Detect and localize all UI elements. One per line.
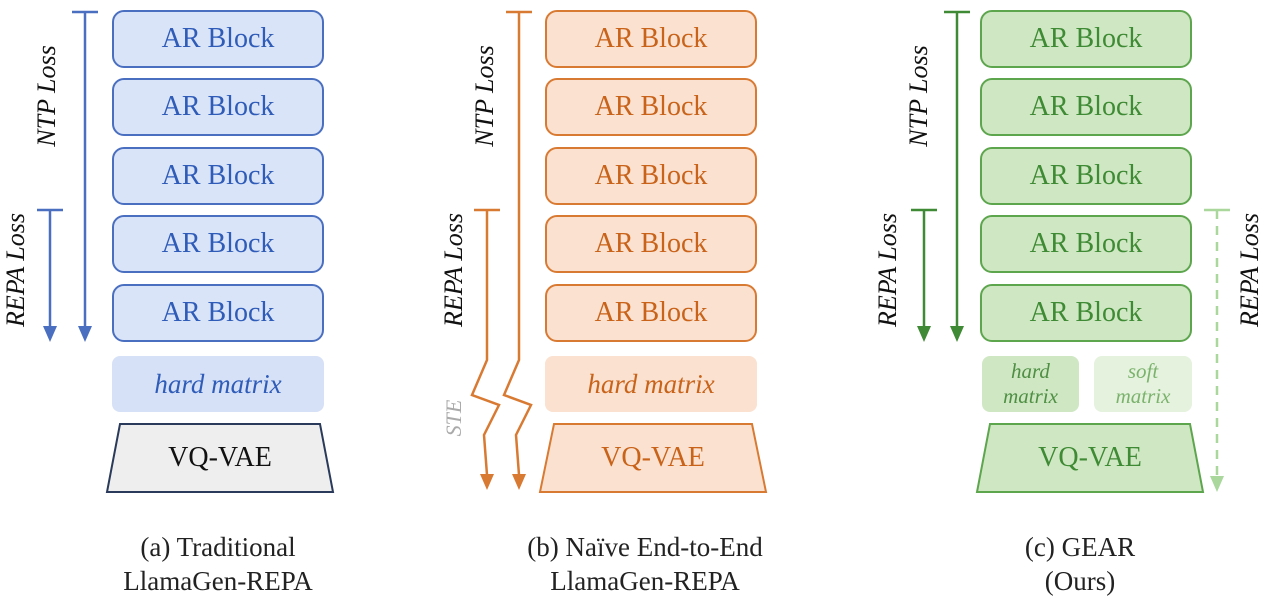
- repa-arrow-b: [470, 210, 501, 476]
- repa-arrow-b-head: [480, 474, 494, 490]
- ntp-loss-label: NTP Loss: [904, 45, 933, 147]
- caption: (a) Traditional LlamaGen-REPA: [48, 530, 388, 598]
- repa-loss-label: REPA Loss: [1, 213, 30, 327]
- caption-line-2: LlamaGen-REPA: [123, 566, 313, 596]
- ar-block: AR Block: [545, 10, 757, 68]
- repa-loss-label: REPA Loss: [439, 213, 468, 327]
- ntp-loss-label: NTP Loss: [32, 45, 61, 147]
- hard-matrix-line-2: matrix: [1003, 384, 1058, 408]
- repa-arrow-a-head: [43, 326, 57, 342]
- ste-label: STE: [441, 399, 466, 437]
- repa-arrow-c-right-head: [1210, 476, 1224, 492]
- caption: (b) Naïve End-to-End LlamaGen-REPA: [475, 530, 815, 598]
- ntp-arrow-b-head: [512, 474, 526, 490]
- vqvae-label: VQ-VAE: [601, 442, 705, 473]
- vqvae-label: VQ-VAE: [1038, 442, 1142, 473]
- caption-line-1: (b) Naïve End-to-End: [527, 532, 763, 562]
- ar-block: AR Block: [545, 78, 757, 136]
- ar-block: AR Block: [980, 215, 1192, 273]
- ar-block: AR Block: [980, 78, 1192, 136]
- caption-line-2: LlamaGen-REPA: [550, 566, 740, 596]
- ar-block: AR Block: [545, 215, 757, 273]
- ar-block: AR Block: [545, 284, 757, 342]
- ntp-loss-label: NTP Loss: [470, 45, 499, 147]
- caption-line-1: (a) Traditional: [140, 532, 296, 562]
- hard-matrix: hard matrix: [982, 356, 1079, 412]
- soft-matrix: soft matrix: [1094, 356, 1192, 412]
- ar-block: AR Block: [980, 10, 1192, 68]
- caption: (c) GEAR (Ours): [910, 530, 1250, 598]
- ntp-arrow-c-head: [950, 326, 964, 342]
- ar-block: AR Block: [980, 284, 1192, 342]
- ar-block: AR Block: [112, 10, 324, 68]
- ar-block: AR Block: [980, 147, 1192, 205]
- soft-matrix-line-2: matrix: [1115, 384, 1171, 408]
- vqvae-shape-b: [538, 423, 768, 493]
- hard-matrix-line-1: hard: [1011, 359, 1050, 383]
- ar-block: AR Block: [545, 147, 757, 205]
- ntp-arrow-b: [502, 12, 533, 476]
- repa-loss-label-right: REPA Loss: [1235, 213, 1264, 327]
- soft-matrix-line-1: soft: [1127, 359, 1159, 383]
- ar-block: AR Block: [112, 147, 324, 205]
- ar-block: AR Block: [112, 215, 324, 273]
- caption-line-2: (Ours): [1044, 566, 1116, 596]
- caption-line-1: (c) GEAR: [1024, 532, 1136, 562]
- ar-block: AR Block: [112, 284, 324, 342]
- repa-loss-label-left: REPA Loss: [873, 213, 902, 327]
- hard-matrix: hard matrix: [545, 356, 757, 412]
- repa-arrow-c-left-head: [917, 326, 931, 342]
- hard-matrix: hard matrix: [112, 356, 324, 412]
- vqvae-label: VQ-VAE: [168, 442, 272, 473]
- ntp-arrow-a-head: [78, 326, 92, 342]
- vqvae-shape-c: [975, 423, 1205, 493]
- vqvae-shape-a: [105, 423, 335, 493]
- ar-block: AR Block: [112, 78, 324, 136]
